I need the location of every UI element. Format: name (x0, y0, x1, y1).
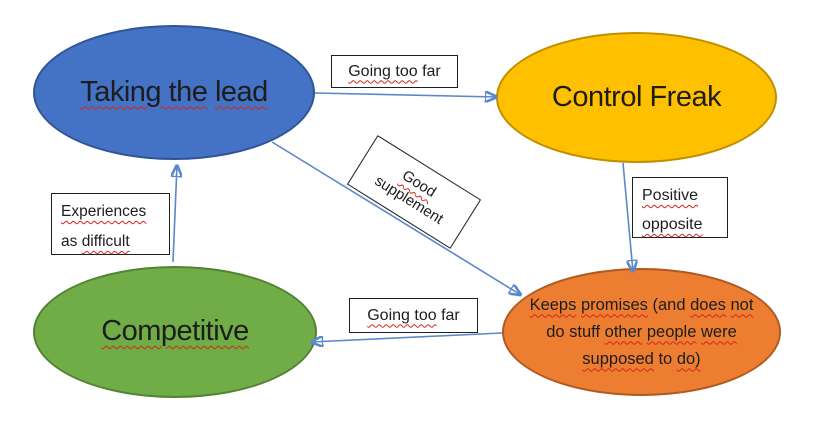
edge-label-going-too-far-bottom[interactable]: Going too far (349, 298, 478, 333)
word: promises (580, 295, 648, 314)
node-keeps-promises[interactable]: Keeps promises (and does not do stuff ot… (502, 268, 781, 396)
edge-label-text-line-2: as difficult (61, 227, 169, 257)
word: stuff (569, 322, 601, 341)
edge-label-going-too-far-top[interactable]: Going too far (331, 55, 458, 88)
word: far (422, 62, 441, 80)
word: Competitive (101, 315, 249, 348)
word: people (646, 322, 697, 341)
edge-label-experiences-as-difficult[interactable]: Experiences as difficult (51, 193, 170, 255)
node-control-freak-label: Control Freak (551, 80, 722, 114)
word: far (441, 306, 460, 324)
word: Keeps (529, 295, 577, 314)
keeps-promises-line-2: do stuff other people were (530, 319, 754, 346)
node-control-freak[interactable]: Control Freak (496, 32, 777, 163)
arrow-competitive-to-lead[interactable] (173, 165, 177, 263)
edge-label-positive-opposite[interactable]: Positive opposite (632, 177, 728, 238)
word: as (61, 233, 78, 250)
arrow-controlfreak-to-keepspromises[interactable] (622, 162, 633, 272)
node-competitive[interactable]: Competitive (33, 266, 317, 398)
edge-label-text: Going too far (367, 307, 460, 325)
arrow-lead-to-keepspromises[interactable] (271, 141, 521, 295)
keeps-promises-line-3: supposed to do) (530, 346, 754, 373)
edge-label-text: Going too far (348, 63, 441, 81)
arrow-lead-to-controlfreak[interactable] (314, 93, 497, 97)
word: not (730, 295, 754, 314)
word: supposed (582, 349, 654, 368)
edge-label-text-line-1: Positive (642, 181, 727, 210)
word: Control Freak (551, 80, 722, 113)
edge-label-text-line-2: opposite (642, 210, 727, 239)
word: Going too (348, 62, 418, 80)
word: difficult (81, 233, 130, 250)
edge-label-text-line-1: Experiences (61, 197, 169, 227)
word: were (701, 322, 737, 341)
keeps-promises-line-1: Keeps promises (and does not (530, 292, 754, 319)
word: Experiences (61, 203, 147, 220)
node-taking-the-lead-label: Taking the lead (80, 75, 268, 109)
arrow-keepspromises-to-competitive[interactable] (311, 332, 503, 342)
word: (and (652, 295, 686, 314)
node-taking-the-lead[interactable]: Taking the lead (33, 25, 315, 160)
word: other (604, 322, 643, 341)
word: do) (676, 349, 701, 368)
word: Positive (642, 187, 699, 204)
word: do (546, 322, 565, 341)
node-competitive-label: Competitive (101, 315, 249, 348)
word: Taking the (80, 75, 208, 108)
word: opposite (642, 216, 703, 233)
word: to (658, 349, 673, 368)
node-keeps-promises-label: Keeps promises (and does not do stuff ot… (522, 292, 762, 373)
word: does (690, 295, 726, 314)
word: lead (214, 75, 268, 108)
word: Going too (367, 306, 437, 324)
